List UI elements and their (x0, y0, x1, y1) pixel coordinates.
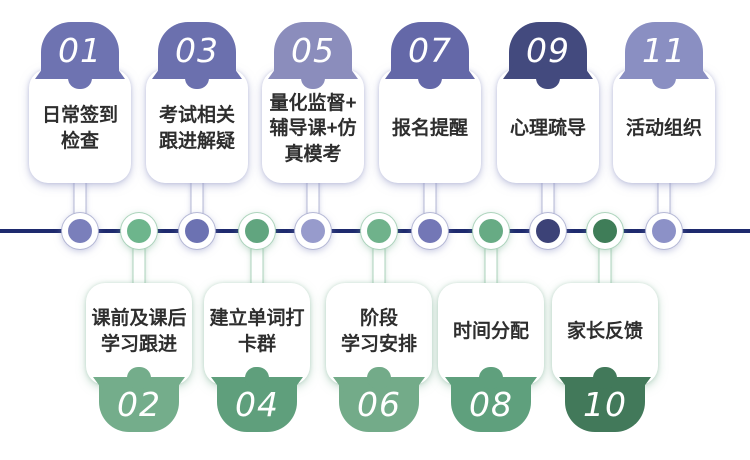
timeline-node (121, 213, 157, 249)
connector-stem (658, 178, 670, 218)
connector-stem (373, 244, 385, 288)
step-label: 报名提醒 (391, 118, 468, 140)
connector-stem (74, 178, 86, 218)
timeline-step-10: 家长反馈 10 (553, 0, 657, 460)
timeline-node (473, 213, 509, 249)
step-label: 心理疏导 (509, 118, 586, 140)
step-number: 08 (469, 385, 513, 424)
step-label: 考试相关 跟进解疑 (158, 105, 235, 152)
timeline-dot (479, 219, 503, 243)
step-number: 04 (235, 385, 279, 424)
timeline-step-06: 阶段 学习安排 06 (327, 0, 431, 460)
step-card: 日常签到 检查 (30, 70, 130, 182)
timeline-node (239, 213, 275, 249)
step-number-badge: 08 (451, 377, 531, 432)
timeline-node (62, 213, 98, 249)
timeline-dot (367, 219, 391, 243)
timeline-dot (536, 219, 560, 243)
connector-stem (485, 244, 497, 288)
step-number: 05 (291, 31, 335, 70)
timeline-step-03: 03 考试相关 跟进解疑 (145, 0, 249, 460)
step-number: 06 (357, 385, 401, 424)
step-number-badge: 07 (391, 22, 469, 79)
step-number: 10 (583, 385, 627, 424)
timeline-dot (418, 219, 442, 243)
timeline-step-01: 01 日常签到 检查 (28, 0, 132, 460)
timeline-dot (652, 219, 676, 243)
timeline-node (646, 213, 682, 249)
timeline-dot (68, 219, 92, 243)
timeline-node (361, 213, 397, 249)
timeline-node (530, 213, 566, 249)
timeline-node (587, 213, 623, 249)
step-label: 课前及课后 学习跟进 (91, 308, 187, 355)
timeline-step-11: 11 活动组织 (612, 0, 716, 460)
step-number: 11 (642, 31, 686, 70)
timeline-dot (127, 219, 151, 243)
step-label: 量化监督+ 辅导课+仿 真模考 (269, 92, 357, 165)
step-number: 02 (117, 385, 161, 424)
connector-stem (191, 178, 203, 218)
step-number-badge: 06 (339, 377, 419, 432)
connector-stem (542, 178, 554, 218)
step-number-badge: 05 (274, 22, 352, 79)
step-number-badge: 02 (99, 377, 179, 432)
step-number-badge: 11 (625, 22, 703, 79)
step-number: 03 (175, 31, 219, 70)
step-number-badge: 01 (41, 22, 119, 79)
timeline-node (295, 213, 331, 249)
connector-stem (424, 178, 436, 218)
step-number: 01 (58, 31, 102, 70)
step-label: 阶段 学习安排 (340, 308, 417, 355)
step-label: 时间分配 (452, 321, 529, 343)
step-label: 建立单词打 卡群 (209, 308, 305, 355)
connector-stem (133, 244, 145, 288)
timeline-step-09: 09 心理疏导 (496, 0, 600, 460)
step-label: 日常签到 检查 (41, 105, 118, 152)
timeline-node (179, 213, 215, 249)
timeline-step-02: 课前及课后 学习跟进 02 (87, 0, 191, 460)
timeline-step-07: 07 报名提醒 (378, 0, 482, 460)
step-number-badge: 03 (158, 22, 236, 79)
timeline-step-05: 05 量化监督+ 辅导课+仿 真模考 (261, 0, 365, 460)
timeline-step-08: 时间分配 08 (439, 0, 543, 460)
step-number-badge: 10 (565, 377, 645, 432)
connector-stem (251, 244, 263, 288)
step-number: 07 (408, 31, 452, 70)
step-number: 09 (526, 31, 570, 70)
connector-stem (599, 244, 611, 288)
timeline-step-04: 建立单词打 卡群 04 (205, 0, 309, 460)
timeline-dot (245, 219, 269, 243)
step-label: 家长反馈 (566, 321, 643, 343)
timeline-dot (301, 219, 325, 243)
step-label: 活动组织 (625, 118, 702, 140)
timeline-dot (185, 219, 209, 243)
step-number-badge: 09 (509, 22, 587, 79)
timeline-dot (593, 219, 617, 243)
connector-stem (307, 178, 319, 218)
step-number-badge: 04 (217, 377, 297, 432)
timeline-node (412, 213, 448, 249)
